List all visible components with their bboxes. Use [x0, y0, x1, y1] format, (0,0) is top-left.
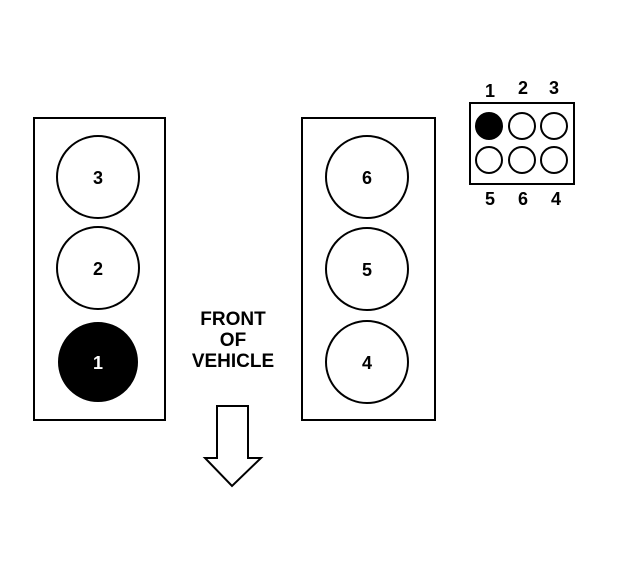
front-of-vehicle-label: FRONT OF VEHICLE [192, 309, 274, 372]
front-label-line-1: FRONT [200, 309, 266, 330]
cylinder-4-label: 4 [362, 353, 372, 373]
cylinder-2 [56, 226, 140, 310]
connector-top-label-2: 2 [518, 78, 528, 98]
left-bank: 3 2 1 [33, 117, 166, 421]
connector-bottom-label-5: 5 [485, 189, 495, 209]
cylinder-3 [56, 135, 140, 219]
connector-outline [469, 102, 575, 185]
connector-pin-6 [508, 146, 536, 174]
front-label-line-2: OF [220, 330, 246, 351]
connector-bottom-label-6: 6 [518, 189, 528, 209]
right-bank: 6 5 4 [301, 117, 436, 421]
left-cylinder-middle: 2 [56, 226, 140, 310]
cylinder-6 [325, 135, 409, 219]
cylinder-6-label: 6 [362, 168, 372, 188]
right-cylinder-bottom: 4 [325, 320, 409, 404]
right-cylinder-middle: 5 [325, 227, 409, 311]
connector-pin-2 [508, 112, 536, 140]
down-arrow-icon [202, 405, 264, 488]
front-label-line-3: VEHICLE [192, 351, 274, 372]
right-cylinder-top: 6 [325, 135, 409, 219]
cylinder-4 [325, 320, 409, 404]
cylinder-2-label: 2 [93, 259, 103, 279]
connector-top-label-3: 3 [549, 78, 559, 98]
connector-bottom-label-4: 4 [551, 189, 561, 209]
left-cylinder-bottom: 1 [58, 322, 138, 402]
left-cylinder-top: 3 [56, 135, 140, 219]
cylinder-5-label: 5 [362, 260, 372, 280]
connector-pin-3 [540, 112, 568, 140]
cylinder-5 [325, 227, 409, 311]
cylinder-3-label: 3 [93, 168, 103, 188]
left-bank-outline [33, 117, 166, 421]
connector-top-label-1: 1 [485, 81, 495, 101]
connector-pin-5 [475, 146, 503, 174]
cylinder-1-label: 1 [93, 353, 103, 373]
right-bank-outline [301, 117, 436, 421]
connector-pin-4 [540, 146, 568, 174]
connector-key: 1 2 3 5 6 4 [469, 78, 575, 209]
cylinder-1 [58, 322, 138, 402]
connector-pin-1 [475, 112, 503, 140]
